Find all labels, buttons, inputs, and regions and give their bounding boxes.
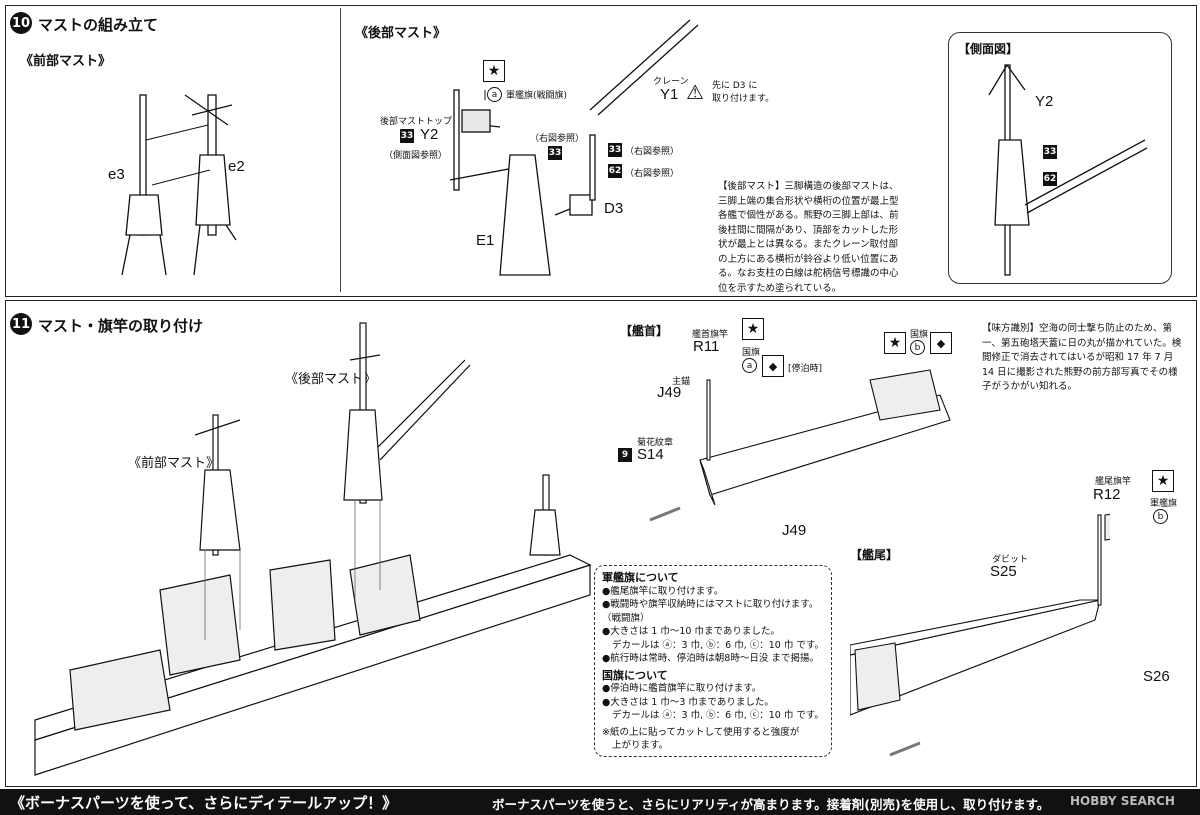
bonus-description: ボーナスパーツを使うと、さらにリアリティが高まります。接着剤(別売)を使用し、取… — [492, 797, 1050, 812]
rear-mast-label: 《後部マスト》 — [355, 26, 447, 41]
step11-number: 11 — [10, 313, 32, 335]
ensign-line-6: ●航行時は常時、停泊時は朝8時〜日没 まで掲揚。 — [602, 653, 819, 664]
step11-panel — [5, 300, 1197, 787]
watermark-logo: HOBBY SEARCH — [1070, 794, 1175, 808]
bonus-title: 《ボーナスパーツを使って、さらにディテールアップ！》 — [10, 794, 398, 812]
right-ref-2: （右図参照） — [625, 147, 680, 157]
stern-star-icon: ★ — [1152, 470, 1174, 492]
bow-circle-a: a — [742, 358, 757, 373]
part-e3: e3 — [108, 166, 125, 183]
step11-title: マスト・旗竿の取り付け — [38, 317, 204, 335]
side-ref-caption: （側面図参照） — [384, 151, 448, 161]
ship-drawing — [34, 322, 592, 776]
side-view-label: 【側面図】 — [958, 42, 1019, 56]
part-s26: S26 — [1143, 668, 1170, 685]
rear-mast-drawing — [449, 19, 699, 276]
side-part-y2: Y2 — [1035, 93, 1054, 110]
national-line-2: ●大きさは 1 巾〜3 巾までありました。 — [602, 696, 774, 708]
rear-mast-note: 【後部マスト】三脚構造の後部マストは、三脚上端の集合形状や横桁の位置が最上型各艦… — [718, 180, 904, 296]
flag-info-content: 軍艦旗について ●艦尾旗竿に取り付けます。 ●戦闘時や旗竿収納時にはマストに取り… — [602, 571, 827, 753]
note-line-2: 上がります。 — [612, 740, 669, 751]
side-33-tag: 33 — [1043, 145, 1057, 159]
step10-number: 10 — [10, 12, 32, 34]
bow2-star-icon: ★ — [884, 332, 906, 354]
part-e1: E1 — [476, 232, 495, 249]
s14-num-tag: 9 — [618, 448, 632, 462]
bonus-parts-bar: 《ボーナスパーツを使って、さらにディテールアップ！》 ボーナスパーツを使うと、さ… — [0, 789, 1200, 815]
ensign-caption: 軍艦旗 — [1150, 499, 1178, 509]
part-d3: D3 — [604, 200, 624, 217]
side-62-tag: 62 — [1043, 172, 1057, 186]
ally-identification-note: 【味方識別】空海の同士撃ち防止のため、第一、第五砲塔天蓋に日の丸が描かれていた。… — [982, 322, 1182, 395]
ensign-line-3: （戦闘旗） — [602, 612, 650, 624]
part-j49: J49 — [657, 384, 682, 401]
ensign-line-1: ●艦尾旗竿に取り付けます。 — [602, 585, 724, 597]
ensign-line-5: デカールは ⓐ：3 巾, ⓑ：6 巾, ⓒ：10 巾 です。 — [612, 639, 824, 651]
bow-drawing — [649, 369, 951, 522]
y1-warning-text: 先に D3 に 取り付けます。 — [712, 81, 775, 104]
part-s14: S14 — [637, 446, 664, 463]
num62-tag: 62 — [608, 164, 622, 178]
side-view-drawing — [988, 64, 1148, 276]
jack-staff-caption: 艦首旗竿 — [692, 330, 729, 340]
anchor-caption: 主錨 — [672, 377, 691, 387]
ensign-line-4: ●大きさは 1 巾〜10 巾までありました。 — [602, 626, 780, 637]
battle-flag-caption: 軍艦旗(戦闘旗) — [506, 91, 568, 101]
part-y2: Y2 — [420, 126, 439, 143]
bow-label: 【艦首】 — [620, 324, 669, 338]
part-r12: R12 — [1093, 486, 1121, 503]
front-mast-label: 《前部マスト》 — [20, 54, 112, 69]
ensign-heading: 軍艦旗について — [602, 571, 679, 584]
battle-flag-star-icon: ★ — [483, 60, 505, 82]
step11-front-mast-label: 《前部マスト》 — [128, 456, 220, 471]
bow-flag-icon: ◆ — [762, 355, 784, 377]
bow2-flag-icon: ◆ — [930, 332, 952, 354]
flag-info-box — [594, 565, 832, 757]
national-line-1: ●停泊時に艦首旗竿に取り付けます。 — [602, 683, 762, 694]
stern-circle-b: b — [1153, 509, 1168, 524]
bow-star-icon: ★ — [742, 318, 764, 340]
part-r11: R11 — [693, 338, 720, 355]
step10-title: マストの組み立て — [38, 16, 159, 34]
note-line-1: ※紙の上に貼ってカットして使用すると強度が — [602, 726, 800, 738]
part-j49b: J49 — [782, 522, 807, 539]
anchored-caption: [停泊時] — [788, 364, 823, 374]
battle-flag-circle: a — [487, 87, 502, 102]
right-ref-3: （右図参照） — [625, 169, 680, 179]
part-y1: Y1 — [660, 86, 679, 103]
national-flag-heading: 国旗について — [602, 668, 668, 682]
ensign-line-2: ●戦闘時や旗竿収納時にはマストに取り付けます。 — [602, 599, 819, 610]
davit-caption: ダビット — [992, 555, 1029, 565]
stern-label: 【艦尾】 — [850, 548, 899, 562]
bow-circle-b: b — [910, 340, 925, 355]
step11-rear-mast-label: 《後部マスト》 — [285, 372, 377, 387]
warning-icon: ⚠ — [686, 80, 704, 104]
front-mast-drawing — [121, 94, 237, 276]
national-flag2-caption: 国旗 — [910, 330, 929, 340]
right-ref-1: （右図参照） — [530, 134, 585, 144]
national-line-3: デカールは ⓐ：3 巾, ⓑ：6 巾, ⓒ：10 巾 です。 — [612, 710, 824, 721]
stern-staff-caption: 艦尾旗竿 — [1095, 477, 1132, 487]
num33b-tag: 33 — [608, 143, 622, 157]
step10-divider — [340, 8, 341, 292]
crane-caption: クレーン — [653, 77, 689, 87]
part-e2: e2 — [228, 158, 245, 175]
national-flag-caption: 国旗 — [742, 348, 761, 358]
mast-top-caption: 後部マストトップ — [380, 117, 453, 127]
num33-tag: 33 — [548, 146, 562, 160]
step10-panel — [5, 5, 1197, 297]
y2-number-tag: 33 — [400, 129, 414, 143]
side-view-box — [948, 32, 1172, 284]
part-s25: S25 — [990, 563, 1017, 580]
stern-drawing — [850, 513, 1110, 757]
crest-caption: 菊花紋章 — [637, 438, 674, 448]
